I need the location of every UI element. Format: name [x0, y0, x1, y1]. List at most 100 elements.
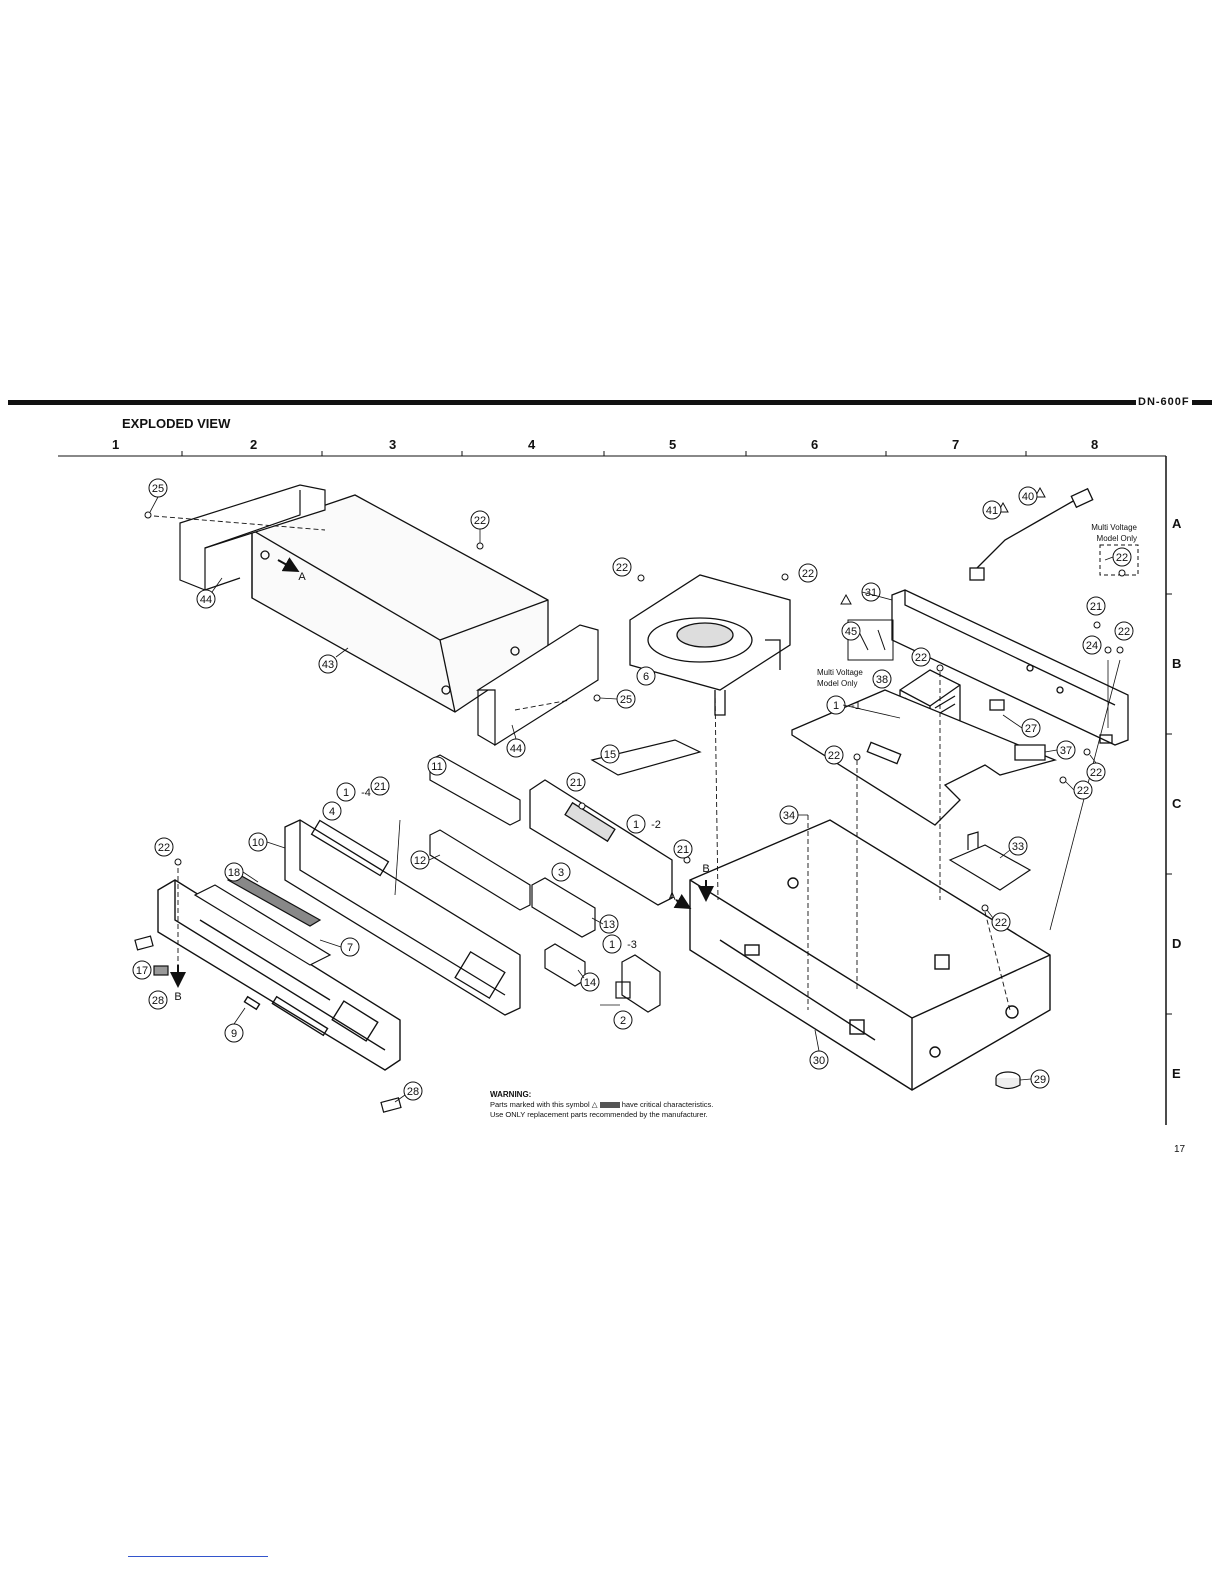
warning-triangle-icon: △	[591, 1100, 598, 1109]
button-assemblies	[531, 877, 661, 1013]
callout-25: 25	[620, 694, 632, 706]
display-pcb	[529, 779, 673, 906]
grid-column-4: 4	[528, 437, 536, 452]
callout-37: 37	[1060, 745, 1072, 757]
callout-22: 22	[1116, 552, 1128, 564]
callout-21: 21	[1090, 601, 1102, 613]
callout-43: 43	[322, 659, 334, 671]
callout-22: 22	[1077, 785, 1089, 797]
grid-column-1: 1	[112, 437, 120, 452]
callout-17: 17	[136, 965, 148, 977]
callout-30: 30	[813, 1055, 825, 1067]
callout-1: 1	[833, 700, 839, 712]
callout-15: 15	[604, 749, 616, 761]
callout-18: 18	[228, 867, 240, 879]
callout-3: 3	[558, 867, 564, 879]
arrow-label-b: B	[174, 991, 181, 1003]
callout-1: 1	[343, 787, 349, 799]
callout-circles	[132, 478, 1134, 1101]
callout-31: 31	[865, 587, 877, 599]
callout-28: 28	[152, 995, 164, 1007]
side-bracket-left	[179, 484, 326, 591]
callout-22: 22	[915, 652, 927, 664]
grid-column-5: 5	[669, 437, 677, 452]
callout-10: 10	[252, 837, 264, 849]
callout-leaders	[149, 496, 1114, 1103]
arrow-label-a: A	[298, 571, 306, 583]
note-model-only: Model Only	[817, 679, 857, 688]
page-number: 17	[1174, 1144, 1186, 1155]
note-multi-voltage: Multi Voltage	[817, 668, 863, 677]
pcb-bracket	[948, 831, 1032, 891]
footer-link-rule	[128, 1556, 268, 1557]
warning-line-1: Parts marked with this symbol △ have cri…	[490, 1100, 713, 1110]
callout-22: 22	[995, 917, 1007, 929]
callout-45: 45	[845, 626, 857, 638]
grid-row-b: B	[1172, 656, 1182, 671]
header-rule	[8, 400, 1136, 405]
side-bracket-right	[475, 624, 599, 747]
assembly-lines	[153, 515, 1011, 1011]
multi-voltage-notes: Multi Voltage Model Only Multi Voltage M…	[817, 523, 1138, 688]
callout-22: 22	[474, 515, 486, 527]
callout-1: 1	[633, 819, 639, 831]
callout-22: 22	[1118, 626, 1130, 638]
warning-title: WARNING:	[490, 1090, 532, 1099]
callout-21: 21	[374, 781, 386, 793]
grid-row-d: D	[1172, 936, 1182, 951]
callout-1-suffix: -1	[851, 700, 861, 712]
direction-arrows	[170, 557, 714, 988]
key-switch-strips	[429, 754, 531, 911]
callout-40: 40	[1022, 491, 1034, 503]
callout-22: 22	[158, 842, 170, 854]
grid-column-7: 7	[952, 437, 960, 452]
grid-row-c: C	[1172, 796, 1182, 811]
grid-row-e: E	[1172, 1066, 1181, 1081]
callout-22: 22	[1090, 767, 1102, 779]
callout-12: 12	[414, 855, 426, 867]
main-pcb	[791, 689, 1058, 826]
front-subframe	[284, 819, 521, 1016]
callout-41: 41	[986, 505, 998, 517]
power-cord	[969, 487, 1094, 581]
critical-marker-icon	[599, 1102, 620, 1109]
callout-33: 33	[1012, 841, 1024, 853]
callout-2: 2	[620, 1015, 626, 1027]
callout-29: 29	[1034, 1074, 1046, 1086]
chassis	[689, 819, 1051, 1091]
callout-38: 38	[876, 674, 888, 686]
callout-11: 11	[431, 761, 442, 773]
callout-27: 27	[1025, 723, 1037, 735]
warning-line-1-end: have critical characteristics.	[621, 1100, 714, 1109]
callout-14: 14	[584, 977, 596, 989]
callout-labels: 25 44 43 22 A 22 22 6 25 44 41 40 22 31 …	[136, 483, 1130, 1098]
note-model-only: Model Only	[1097, 534, 1137, 543]
header-rule-end	[1192, 400, 1212, 405]
arrow-label-a: A	[668, 891, 676, 903]
foot	[995, 1071, 1021, 1090]
grid-column-2: 2	[250, 437, 258, 452]
callout-4: 4	[329, 806, 335, 818]
arrow-label-b: B	[702, 863, 709, 875]
grid-column-6: 6	[811, 437, 819, 452]
callout-6: 6	[643, 671, 649, 683]
flat-cable	[590, 739, 702, 776]
grid-column-8: 8	[1091, 437, 1099, 452]
grid-column-3: 3	[389, 437, 397, 452]
callout-21: 21	[570, 777, 582, 789]
callout-24: 24	[1086, 640, 1098, 652]
callout-22: 22	[616, 562, 628, 574]
warning-line-2: Use ONLY replacement parts recommended b…	[490, 1110, 708, 1119]
callout-1: 1	[609, 939, 615, 951]
callout-21: 21	[677, 844, 689, 856]
rear-panel	[891, 589, 1129, 746]
callout-28: 28	[407, 1086, 419, 1098]
note-multi-voltage: Multi Voltage	[1091, 523, 1137, 532]
callout-13: 13	[603, 919, 615, 931]
callout-22: 22	[828, 750, 840, 762]
callout-7: 7	[347, 942, 353, 954]
callout-44: 44	[510, 743, 522, 755]
model-label: DN-600F	[1138, 396, 1190, 408]
cd-mechanism	[629, 574, 791, 716]
